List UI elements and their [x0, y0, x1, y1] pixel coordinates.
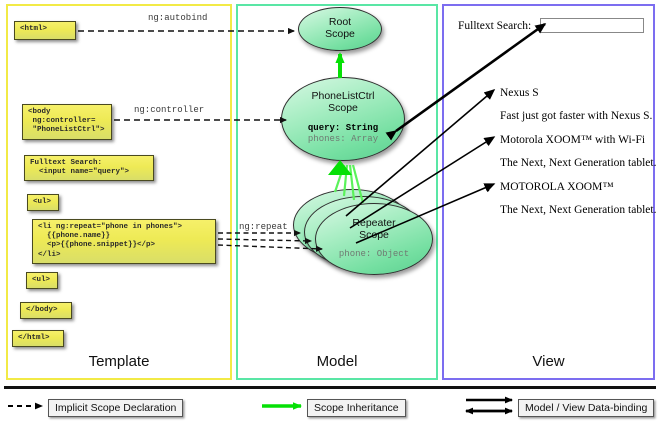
scope-title-line1: PhoneListCtrl	[311, 90, 375, 102]
view-content: Fulltext Search: • Nexus S Fast just got…	[444, 6, 657, 378]
legend-divider	[4, 386, 656, 389]
list-bullet: •	[486, 138, 490, 150]
code-box-body-close: </body>	[20, 302, 72, 319]
scope-title-line2: Scope	[359, 229, 389, 241]
column-label-template: Template	[88, 353, 150, 370]
column-label-view: View	[532, 353, 565, 370]
fulltext-search-label: Fulltext Search:	[458, 20, 532, 32]
phone-snippet: Fast just got faster with Nexus S.	[500, 110, 653, 122]
code-box-html-close: </html>	[12, 330, 64, 347]
phone-name: Motorola XOOM™ with Wi-Fi	[500, 134, 646, 146]
list-bullet: •	[486, 91, 490, 103]
code-box-fulltext-search: Fulltext Search: <input name="query">	[24, 155, 154, 181]
legend-label-scope-inheritance: Scope Inheritance	[307, 399, 406, 417]
scope-title-line2: Scope	[325, 28, 355, 40]
list-bullet: •	[486, 185, 490, 197]
code-box-ul-open: <ul>	[27, 194, 59, 211]
code-box-html-open: <html>	[14, 21, 76, 40]
code-box-li-repeat: <li ng:repeat="phone in phones"> {{phone…	[32, 219, 216, 264]
scope-ellipse-repeater: Repeater Scope phone: Object	[315, 203, 433, 275]
phone-name: MOTOROLA XOOM™	[500, 181, 614, 193]
scope-ellipse-phonelistctrl: PhoneListCtrl Scope query: String phones…	[281, 77, 405, 161]
scope-title-line2: Scope	[328, 102, 358, 114]
legend-label-implicit-scope-declaration: Implicit Scope Declaration	[48, 399, 184, 417]
legend-label-model-view-data-binding: Model / View Data-binding	[518, 399, 655, 417]
scope-title-line1: Root	[328, 16, 352, 28]
scope-prop-query: query: String	[307, 123, 379, 133]
column-view: Fulltext Search: • Nexus S Fast just got…	[442, 4, 657, 380]
code-box-ul-close: <ul>	[26, 272, 58, 289]
scope-prop-phone: phone: Object	[338, 249, 410, 259]
phone-snippet: The Next, Next Generation tablet.	[500, 157, 657, 169]
ng-autobind-label: ng:autobind	[148, 13, 208, 23]
column-template: Template	[6, 4, 232, 380]
phone-snippet: The Next, Next Generation tablet.	[500, 204, 657, 216]
code-box-body-tag: <body ng:controller= "PhoneListCtrl">	[22, 104, 112, 140]
fulltext-search-input[interactable]	[540, 18, 644, 33]
column-label-model: Model	[316, 353, 358, 370]
phone-name: Nexus S	[500, 87, 539, 99]
legend: Implicit Scope Declaration Scope Inherit…	[0, 386, 660, 435]
scope-ellipse-root: Root Scope	[298, 7, 382, 51]
ng-controller-label: ng:controller	[134, 105, 205, 115]
ng-repeat-label: ng:repeat	[239, 222, 288, 232]
scope-prop-phones: phones: Array	[307, 134, 379, 144]
scope-title-line1: Repeater	[352, 217, 396, 229]
